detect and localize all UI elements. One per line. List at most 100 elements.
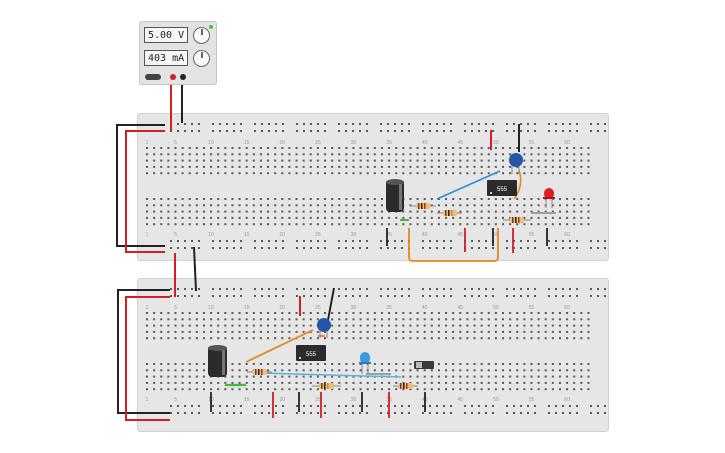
- ceramic-capacitor-top[interactable]: [509, 153, 523, 174]
- breadboard-hole: [487, 198, 490, 200]
- wire-left-red-bottom[interactable]: [125, 296, 170, 421]
- breadboard-hole: [402, 381, 405, 384]
- breadboard-hole: [573, 147, 576, 149]
- breadboard-hole: [231, 198, 234, 200]
- voltage-knob[interactable]: [193, 27, 210, 44]
- breadboard-hole: [153, 388, 156, 391]
- breadboard-top[interactable]: [137, 113, 609, 261]
- breadboard-hole: [217, 216, 220, 219]
- electrolytic-capacitor-bottom[interactable]: [208, 345, 227, 377]
- slide-switch[interactable]: [414, 361, 434, 369]
- breadboard-hole: [466, 324, 469, 327]
- breadboard-hole: [288, 198, 291, 200]
- breadboard-hole: [317, 412, 319, 414]
- breadboard-hole: [345, 337, 348, 340]
- breadboard-hole: [380, 223, 383, 226]
- breadboard-hole: [174, 337, 177, 340]
- breadboard-hole: [471, 123, 473, 125]
- resistor-bottom-2[interactable]: [312, 383, 341, 389]
- breadboard-hole: [274, 375, 277, 378]
- breadboard-hole: [282, 288, 284, 290]
- breadboard-hole: [366, 159, 369, 162]
- breadboard-hole: [480, 210, 483, 213]
- breadboard-hole: [576, 240, 578, 242]
- breadboard-hole: [373, 318, 376, 321]
- breadboard-hole: [254, 295, 256, 297]
- breadboard-hole: [423, 324, 426, 327]
- column-number: 30: [351, 397, 357, 403]
- breadboard-hole: [430, 330, 433, 333]
- breadboard-hole: [238, 375, 241, 378]
- breadboard-hole: [303, 405, 305, 407]
- wire-bottom-gnd-jumper[interactable]: [327, 287, 335, 321]
- breadboard-hole: [436, 130, 438, 132]
- breadboard-hole: [331, 363, 334, 365]
- breadboard-hole: [459, 324, 462, 327]
- breadboard-hole: [487, 312, 490, 314]
- ic-555-top[interactable]: 555: [487, 180, 517, 196]
- breadboard-hole: [170, 288, 172, 290]
- wire-bottom-blue[interactable]: [259, 372, 402, 378]
- wire-left-black-bottom[interactable]: [117, 289, 170, 414]
- breadboard-hole: [267, 324, 270, 327]
- breadboard-hole: [324, 198, 326, 200]
- wire-top-orange-short[interactable]: [513, 169, 522, 200]
- breadboard-hole: [558, 330, 561, 333]
- breadboard-hole: [452, 375, 455, 378]
- breadboard-hole: [494, 388, 497, 391]
- power-supply[interactable]: 5.00 V 403 mA: [139, 21, 217, 85]
- wire-top-orange-loop[interactable]: [408, 228, 499, 262]
- breadboard-hole: [548, 295, 550, 297]
- breadboard-hole: [352, 369, 355, 372]
- breadboard-hole: [174, 198, 177, 200]
- breadboard-hole: [558, 172, 561, 175]
- breadboard-hole: [302, 216, 305, 219]
- breadboard-hole: [437, 337, 440, 340]
- led-blue[interactable]: [359, 352, 371, 374]
- ic-555-bottom[interactable]: 555: [296, 345, 326, 361]
- breadboard-hole: [402, 324, 405, 327]
- breadboard-hole: [160, 204, 163, 207]
- electrolytic-capacitor-top[interactable]: [386, 179, 404, 212]
- breadboard-hole: [160, 318, 163, 321]
- breadboard-hole: [177, 240, 179, 242]
- breadboard-hole: [373, 198, 376, 200]
- breadboard-hole: [380, 172, 383, 175]
- breadboard-hole: [160, 324, 163, 327]
- breadboard-hole: [459, 216, 462, 219]
- breadboard-hole: [573, 159, 576, 162]
- wire-top-blue[interactable]: [436, 170, 501, 200]
- breadboard-hole: [548, 240, 550, 242]
- resistor-top-1[interactable]: [410, 203, 436, 209]
- ceramic-capacitor-bottom[interactable]: [317, 318, 331, 338]
- resistor-top-3[interactable]: [503, 217, 531, 223]
- breadboard-hole: [302, 330, 305, 333]
- breadboard-hole: [240, 130, 242, 132]
- wire-board-link-black[interactable]: [193, 246, 197, 292]
- breadboard-hole: [295, 147, 298, 149]
- resistor-bottom-1[interactable]: [247, 369, 272, 375]
- breadboard-hole: [275, 295, 277, 297]
- resistor-top-2[interactable]: [437, 210, 462, 216]
- led-red[interactable]: [543, 188, 555, 208]
- breadboard-hole: [423, 147, 426, 149]
- positive-terminal[interactable]: [170, 74, 176, 80]
- wire-left-red-top[interactable]: [125, 130, 165, 253]
- current-knob[interactable]: [193, 50, 210, 67]
- breadboard-hole: [537, 198, 540, 200]
- breadboard-hole: [408, 405, 410, 407]
- wire-bottom-orange[interactable]: [245, 329, 314, 363]
- resistor-bottom-3[interactable]: [393, 383, 418, 389]
- wire-left-black-top[interactable]: [116, 124, 165, 247]
- breadboard-hole: [233, 288, 235, 290]
- breadboard-hole: [402, 165, 405, 168]
- power-switch[interactable]: [145, 74, 161, 80]
- breadboard-hole: [331, 165, 334, 168]
- breadboard-hole: [174, 204, 177, 207]
- breadboard-hole: [473, 337, 476, 340]
- breadboard-hole: [310, 405, 312, 407]
- breadboard-hole: [566, 312, 569, 314]
- column-number: 5: [174, 140, 177, 146]
- negative-terminal[interactable]: [180, 74, 186, 80]
